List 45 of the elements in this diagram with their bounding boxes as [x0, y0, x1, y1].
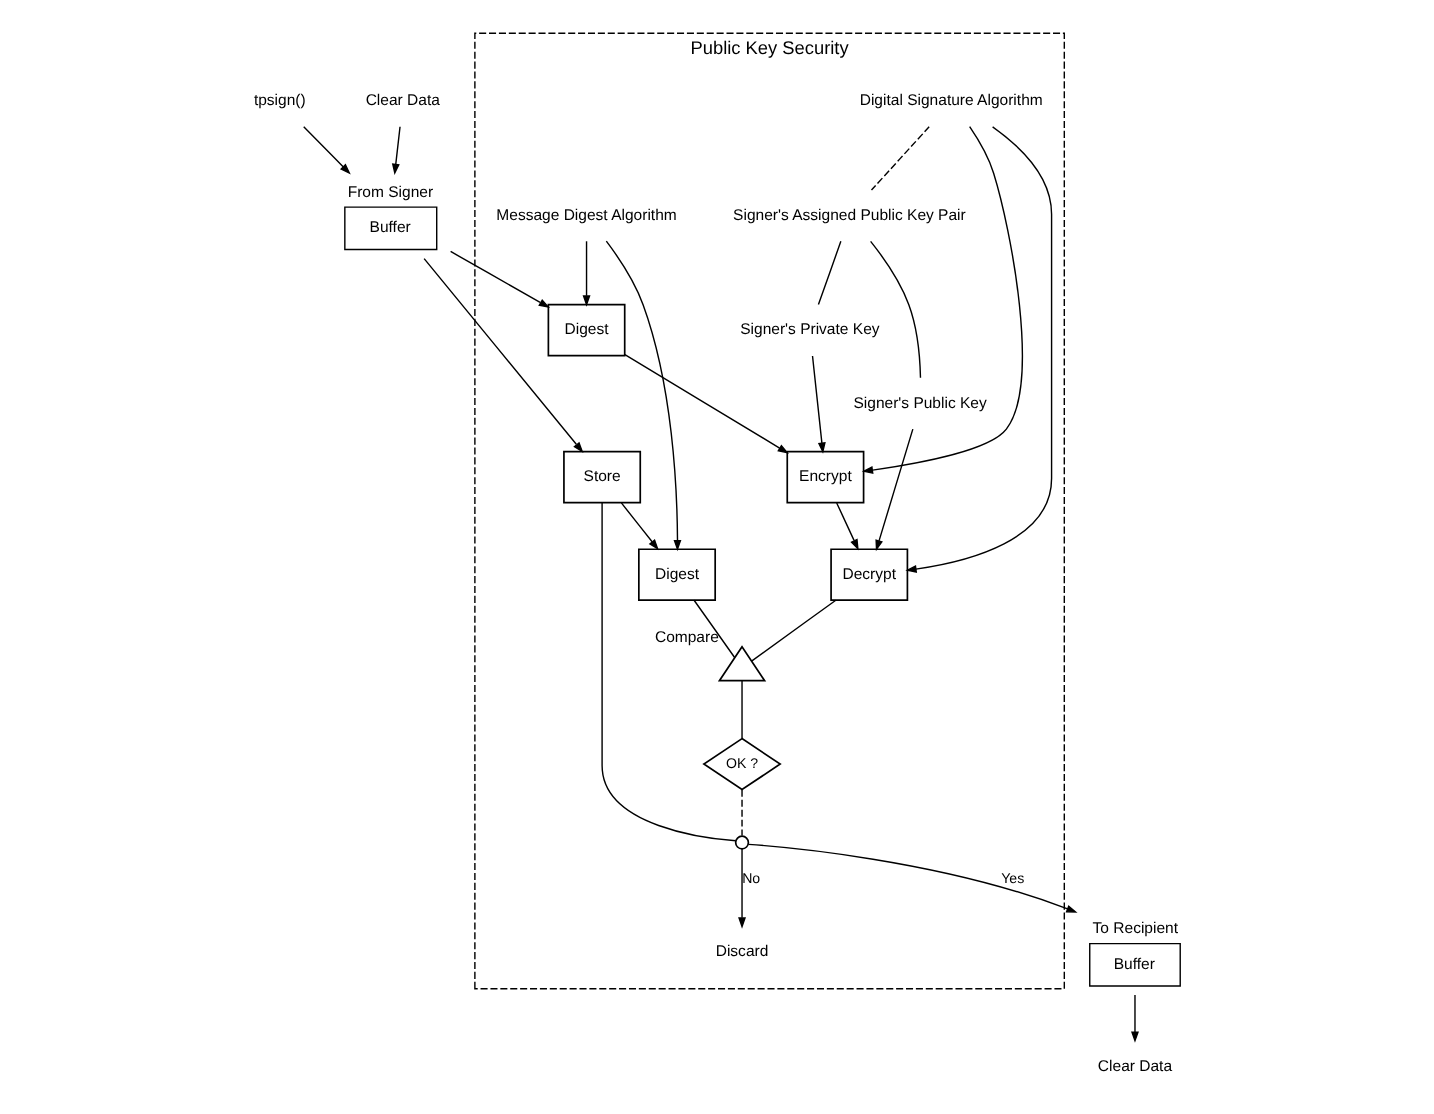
- connector: [869, 126, 929, 191]
- connector: [692, 599, 735, 658]
- arrow: [604, 240, 681, 552]
- connector: [740, 680, 742, 739]
- arrow: [623, 354, 788, 454]
- connector: [816, 240, 841, 306]
- arrow: [746, 843, 1077, 913]
- connector: [600, 501, 736, 842]
- node-box: Encrypt: [785, 450, 864, 504]
- node-box: Buffer: [1088, 942, 1180, 987]
- connector: [750, 599, 836, 662]
- node-box: Buffer: [343, 206, 437, 251]
- arrow: [874, 428, 913, 552]
- arrow: [737, 848, 745, 929]
- arrow: [1130, 994, 1138, 1043]
- node-text: Digital Signature Algorithm: [858, 91, 1042, 110]
- node-label: Compare: [653, 628, 718, 647]
- node-text: Discard: [714, 942, 768, 961]
- arrow: [904, 126, 1052, 573]
- node-label: From Signer: [346, 182, 433, 201]
- node-box: Store: [562, 450, 641, 504]
- node-text: Clear Data: [1096, 1056, 1172, 1075]
- node-box: Digest: [637, 548, 715, 601]
- node-text: tpsign(): [252, 91, 305, 110]
- node-label: To Recipient: [1091, 919, 1178, 938]
- node-box: Decrypt: [829, 548, 908, 601]
- arrow: [860, 125, 1022, 474]
- node-text: Clear Data: [364, 91, 439, 110]
- connector: [868, 240, 921, 379]
- arrow: [835, 502, 858, 551]
- arrow: [581, 240, 590, 307]
- arrow: [390, 126, 400, 176]
- node-box: Digest: [546, 303, 625, 357]
- arrow: [619, 502, 658, 551]
- arrow: [810, 355, 825, 454]
- arrow: [448, 250, 549, 308]
- node-text: Signer's Assigned Public Key Pair: [732, 205, 965, 224]
- arrow: [422, 257, 583, 454]
- node-text: Signer's Private Key: [739, 320, 879, 339]
- connector: [740, 789, 742, 837]
- node-circle: [733, 835, 749, 850]
- node-text: Message Digest Algorithm: [495, 205, 676, 224]
- node-triangle: [716, 645, 766, 682]
- arrow: [302, 126, 350, 175]
- node-text: Signer's Public Key: [852, 393, 986, 412]
